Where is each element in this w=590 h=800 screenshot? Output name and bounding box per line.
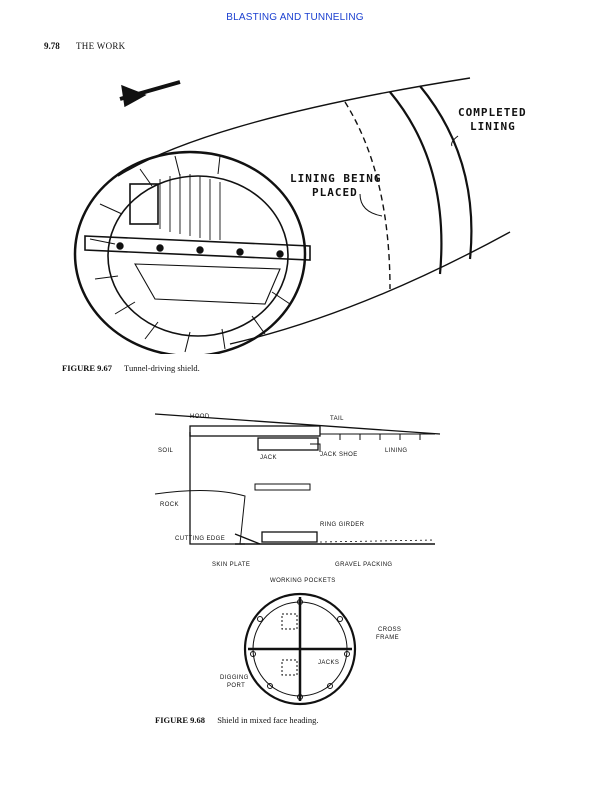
completed-lining-ring bbox=[389, 91, 443, 275]
perimeter-jacks bbox=[250, 599, 350, 700]
face-line bbox=[189, 432, 245, 545]
jack-shoe-upper bbox=[310, 443, 321, 452]
running-head: BLASTING AND TUNNELING bbox=[226, 12, 364, 23]
cutting-edge bbox=[234, 533, 261, 545]
label-jack-shoe: JACK SHOE bbox=[320, 452, 358, 458]
completed-lining-label-1: COMPLETED bbox=[458, 106, 527, 119]
shield-cross-section bbox=[243, 592, 357, 706]
label-jacks: JACKS bbox=[318, 660, 339, 666]
lining-being-placed-label-1: LINING BEING bbox=[290, 172, 381, 185]
page-number: 9.78 bbox=[44, 41, 60, 51]
jack-upper bbox=[257, 437, 319, 451]
shield-door bbox=[129, 183, 159, 225]
label-jack: JACK bbox=[260, 455, 277, 461]
ring-girder bbox=[254, 483, 311, 491]
figure-68-label: FIGURE 9.68 bbox=[155, 715, 206, 725]
section-title: THE WORK bbox=[76, 41, 126, 51]
gravel-packing bbox=[319, 539, 436, 543]
figure-68-caption-text: Shield in mixed face heading. bbox=[217, 715, 319, 725]
label-digging-port-2: PORT bbox=[227, 683, 245, 689]
cross-frame bbox=[248, 597, 352, 701]
figure-68-caption: FIGURE 9.68 Shield in mixed face heading… bbox=[155, 715, 318, 725]
working-pocket-2 bbox=[281, 659, 298, 676]
label-working-pockets: WORKING POCKETS bbox=[270, 578, 336, 584]
completed-lining-label-2: LINING bbox=[470, 120, 516, 133]
placed-leader bbox=[359, 193, 383, 217]
label-rock: ROCK bbox=[160, 502, 179, 508]
label-lining: LINING bbox=[385, 448, 407, 454]
label-soil: SOIL bbox=[158, 448, 174, 454]
figure-67-label: FIGURE 9.67 bbox=[62, 363, 113, 373]
lining-placed-ring bbox=[344, 101, 391, 290]
figure-68-mixed-face-drawing: HOOD TAIL SOIL JACK JACK SHOE LINING ROC… bbox=[154, 413, 441, 706]
figure-67-caption: FIGURE 9.67 Tunnel-driving shield. bbox=[62, 363, 200, 373]
page-header-line: 9.78 THE WORK bbox=[44, 41, 125, 51]
direction-arrow-head bbox=[121, 84, 147, 108]
completed-leader bbox=[451, 135, 459, 147]
label-cutting-edge: CUTTING EDGE bbox=[175, 536, 225, 542]
shield-outer-rim bbox=[73, 150, 307, 354]
lower-platform bbox=[134, 263, 281, 305]
jack-lower bbox=[261, 531, 318, 543]
girder-bolts bbox=[116, 242, 284, 258]
ground-surface bbox=[154, 413, 441, 435]
figure-67-tunnel-shield-drawing: COMPLETED LINING LINING BEING PLACED bbox=[73, 77, 527, 354]
shield-segments bbox=[89, 155, 291, 353]
shield-girder bbox=[84, 235, 311, 261]
completed-lining-ring-2 bbox=[419, 85, 473, 260]
label-skin-plate: SKIN PLATE bbox=[212, 562, 250, 568]
shield-hood bbox=[189, 425, 321, 437]
label-cross-frame-1: CROSS bbox=[378, 627, 401, 633]
shield-inner-rim bbox=[107, 175, 289, 337]
label-tail: TAIL bbox=[330, 416, 344, 422]
lining-segments bbox=[320, 433, 435, 440]
lining-being-placed-label-2: PLACED bbox=[312, 186, 358, 199]
label-hood: HOOD bbox=[190, 414, 210, 420]
interior-hatching bbox=[159, 174, 221, 240]
figure-67-caption-text: Tunnel-driving shield. bbox=[124, 363, 200, 373]
soil-rock-boundary bbox=[154, 489, 246, 545]
label-ring-girder: RING GIRDER bbox=[320, 522, 365, 528]
label-gravel-packing: GRAVEL PACKING bbox=[335, 562, 393, 568]
tunnel-top-edge bbox=[117, 77, 471, 177]
label-cross-frame-2: FRAME bbox=[376, 635, 399, 641]
working-pocket-1 bbox=[281, 613, 298, 630]
label-digging-port-1: DIGGING bbox=[220, 675, 249, 681]
